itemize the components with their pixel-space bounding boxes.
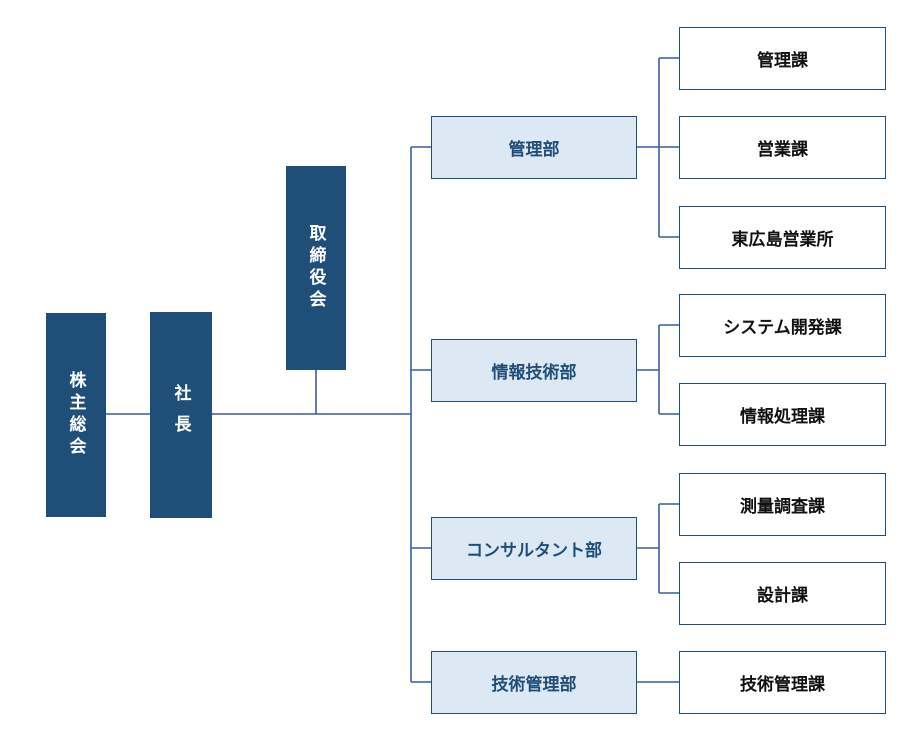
- department-box-admin: 管理部: [431, 116, 637, 179]
- section-box: 管理課: [679, 27, 886, 90]
- section-label: 設計課: [757, 586, 808, 606]
- section-box: システム開発課: [679, 294, 886, 357]
- department-box-it: 情報技術部: [431, 339, 637, 402]
- section-label: 管理課: [757, 51, 808, 71]
- department-label: 技術管理部: [491, 675, 577, 695]
- section-label: システム開発課: [723, 318, 842, 338]
- section-label: 東広島営業所: [731, 230, 834, 250]
- board-box: 取締役会: [286, 166, 346, 370]
- section-label: 情報処理課: [740, 407, 825, 427]
- section-box: 営業課: [679, 116, 886, 179]
- president-box: 社長: [150, 312, 212, 518]
- section-box: 技術管理課: [679, 651, 886, 714]
- section-label: 測量調査課: [740, 497, 825, 517]
- shareholders-label: 株主総会: [65, 371, 86, 459]
- board-label: 取締役会: [305, 224, 326, 312]
- department-label: 情報技術部: [491, 363, 577, 383]
- section-box: 測量調査課: [679, 473, 886, 536]
- department-label: コンサルタント部: [466, 541, 602, 561]
- section-box: 情報処理課: [679, 383, 886, 446]
- section-label: 技術管理課: [740, 675, 825, 695]
- department-label: 管理部: [508, 140, 560, 160]
- shareholders-box: 株主総会: [46, 313, 106, 517]
- section-box: 設計課: [679, 562, 886, 625]
- department-box-tech-mgmt: 技術管理部: [431, 651, 637, 714]
- president-label: 社長: [170, 384, 191, 446]
- section-box: 東広島営業所: [679, 206, 886, 269]
- department-box-consulting: コンサルタント部: [431, 517, 637, 580]
- section-label: 営業課: [757, 140, 808, 160]
